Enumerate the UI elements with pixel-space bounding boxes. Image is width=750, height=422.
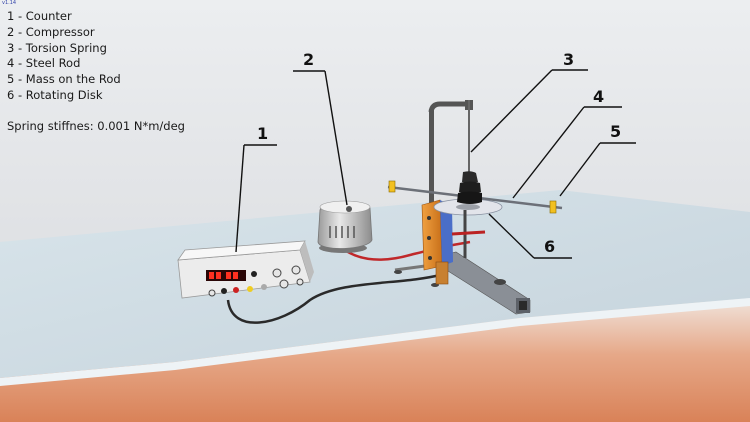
legend-item: 6 - Rotating Disk [7,87,103,102]
callout-6: 6 [544,237,556,256]
callout-1: 1 [257,124,269,143]
stiffness-label: Spring stiffnes: 0.001 N*m/deg [7,119,185,133]
torsion-spring [457,171,482,204]
callout-leaders [235,69,636,259]
mass-left [388,180,396,193]
rotating-disk[interactable] [433,198,503,258]
counter-device[interactable] [177,240,314,299]
callout-3: 3 [563,50,575,69]
compressor[interactable] [317,200,373,253]
sensor-block [421,199,453,285]
callout-2: 2 [303,50,315,69]
version-label: v1.14 [2,0,17,6]
stand-post [428,100,473,265]
legend-item: 2 - Compressor [7,24,95,39]
callout-5: 5 [610,122,622,141]
counter-cable [226,273,441,324]
mass-right [549,200,557,214]
legend-item: 5 - Mass on the Rod [7,72,121,87]
legend-item: 4 - Steel Rod [7,56,81,71]
legend-item: 1 - Counter [7,9,72,23]
legend-item: 3 - Torsion Spring [7,40,107,55]
component-legend: 1 - Counter 2 - Compressor 3 - Torsion S… [7,9,121,104]
callout-4: 4 [593,87,605,106]
table-edge [0,298,750,386]
